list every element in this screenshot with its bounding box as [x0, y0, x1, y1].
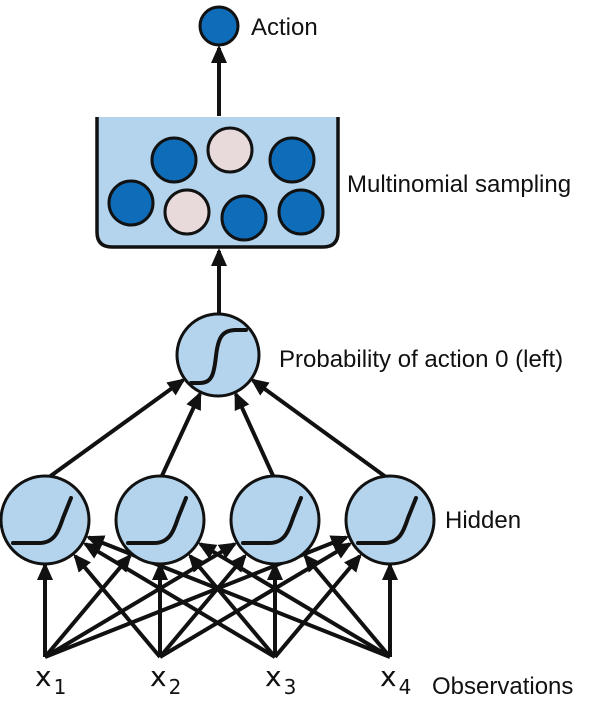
action-group: Action	[198, 5, 318, 116]
sampling-balls	[107, 126, 325, 242]
edge-input-to-hidden	[188, 553, 277, 659]
output-node-group: Probability of action 0 (left)	[175, 312, 563, 398]
edge-hidden-to-output	[234, 391, 277, 481]
edge-input-to-hidden	[273, 553, 362, 659]
sampling-ball-blue	[277, 188, 325, 236]
hidden-node	[114, 474, 206, 566]
hidden-node-circle	[229, 474, 321, 566]
edge-input-to-hidden	[303, 553, 392, 659]
relu-activation-icon	[126, 496, 188, 545]
edge-hidden-to-output	[250, 378, 392, 482]
hidden-node-circle	[114, 474, 206, 566]
connections	[37, 378, 398, 659]
sampling-ball-blue	[150, 136, 198, 184]
action-node	[198, 5, 240, 47]
relu-activation-icon	[11, 496, 73, 545]
input-subscript: 3	[284, 675, 297, 699]
hidden-node	[0, 474, 91, 566]
sampling-box-group: Multinomial sampling	[95, 117, 571, 249]
hidden-node-circle	[344, 474, 436, 566]
sampling-ball-blue	[107, 179, 155, 227]
edge-input-to-hidden	[82, 542, 277, 659]
edge-hidden-to-output	[158, 391, 202, 481]
sampling-ball-blue	[220, 194, 268, 242]
sampling-label: Multinomial sampling	[347, 171, 571, 198]
hidden-label: Hidden	[445, 507, 521, 534]
input-subscript: 4	[399, 675, 412, 699]
sampling-ball-blue	[268, 136, 316, 184]
probability-label: Probability of action 0 (left)	[279, 346, 563, 373]
hidden-node	[229, 474, 321, 566]
observations-label: Observations	[432, 673, 573, 700]
input-subscript: 1	[54, 675, 67, 699]
hidden-layer	[0, 474, 436, 566]
sampling-ball-pink	[206, 126, 254, 174]
edge-input-to-hidden	[43, 553, 132, 659]
hidden-node	[344, 474, 436, 566]
input-subscript: 2	[169, 675, 182, 699]
hidden-node-circle	[0, 474, 91, 566]
sampling-ball-pink	[163, 188, 211, 236]
edge-input-to-hidden	[73, 553, 162, 659]
action-label: Action	[251, 14, 318, 41]
sigmoid-icon	[189, 328, 248, 385]
edge-input-to-hidden	[158, 553, 247, 659]
edge-hidden-to-output	[43, 378, 186, 482]
relu-activation-icon	[356, 496, 418, 545]
edge-input-to-hidden	[197, 542, 392, 659]
relu-activation-icon	[241, 496, 303, 545]
